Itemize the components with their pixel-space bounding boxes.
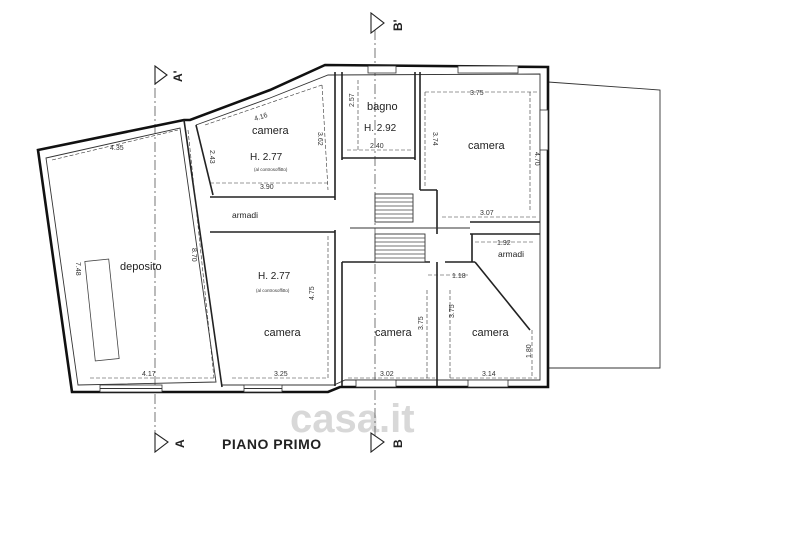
room-camera-w: H. 2.77 (al controsoffitto) camera 4.75 … bbox=[256, 271, 316, 378]
room-camera-se: camera 3.75 1.80 3.14 bbox=[449, 304, 533, 378]
svg-text:(al controsoffitto): (al controsoffitto) bbox=[254, 167, 288, 172]
room-armadi-e: 1.92 armadi bbox=[497, 240, 524, 259]
svg-text:3.75: 3.75 bbox=[418, 316, 425, 330]
floor-title: PIANO PRIMO bbox=[222, 436, 322, 452]
svg-text:1.92: 1.92 bbox=[497, 240, 511, 247]
exterior-walls bbox=[36, 63, 550, 394]
svg-text:A: A bbox=[173, 439, 187, 448]
svg-text:1.80: 1.80 bbox=[526, 344, 533, 358]
svg-text:2.43: 2.43 bbox=[208, 150, 215, 164]
room-label: camera bbox=[252, 125, 290, 137]
room-label: deposito bbox=[120, 261, 162, 273]
svg-text:3.25: 3.25 bbox=[274, 371, 288, 378]
section-marker-a-bottom: A bbox=[154, 431, 187, 454]
svg-text:8.70: 8.70 bbox=[190, 248, 197, 262]
room-bagno: bagno H. 2.92 2.57 2.40 bbox=[349, 93, 398, 150]
svg-text:3.02: 3.02 bbox=[380, 371, 394, 378]
room-height: H. 2.77 bbox=[250, 152, 283, 163]
svg-text:B': B' bbox=[391, 19, 405, 31]
watermark: casa.it bbox=[290, 397, 415, 441]
svg-text:2.40: 2.40 bbox=[370, 143, 384, 150]
room-label: camera bbox=[375, 327, 413, 339]
room-label: camera bbox=[264, 327, 302, 339]
svg-text:4.16: 4.16 bbox=[253, 112, 268, 123]
svg-text:(al controsoffitto): (al controsoffitto) bbox=[256, 288, 290, 293]
windows bbox=[99, 65, 549, 393]
room-label: camera bbox=[472, 327, 510, 339]
svg-text:4.75: 4.75 bbox=[309, 286, 316, 300]
svg-text:3.07: 3.07 bbox=[480, 210, 494, 217]
svg-text:4.17: 4.17 bbox=[142, 371, 156, 378]
room-label: armadi bbox=[232, 210, 258, 220]
svg-text:3.14: 3.14 bbox=[482, 371, 496, 378]
svg-text:3.62: 3.62 bbox=[316, 132, 323, 146]
room-camera-nw: camera H. 2.77 (al controsoffitto) 4.16 … bbox=[208, 112, 323, 191]
svg-text:3.74: 3.74 bbox=[431, 132, 438, 146]
section-marker-b-bottom: B bbox=[370, 431, 405, 454]
svg-text:3.75: 3.75 bbox=[449, 304, 456, 318]
room-camera-mid: camera 1.18 3.75 3.02 bbox=[375, 273, 466, 378]
svg-text:3.90: 3.90 bbox=[260, 184, 274, 191]
room-height: H. 2.92 bbox=[364, 123, 397, 134]
room-height: H. 2.77 bbox=[258, 271, 291, 282]
room-deposito: deposito 4.35 8.70 7.48 4.17 bbox=[74, 145, 197, 378]
section-marker-a-top: A' bbox=[154, 64, 185, 86]
room-label: armadi bbox=[498, 249, 524, 259]
svg-text:1.18: 1.18 bbox=[452, 273, 466, 280]
svg-text:3.75: 3.75 bbox=[470, 90, 484, 97]
deposito-shelf bbox=[84, 258, 120, 362]
terrace-outline bbox=[547, 81, 661, 369]
room-label: camera bbox=[468, 140, 506, 152]
room-armadi-w: armadi bbox=[232, 210, 258, 220]
svg-text:2.57: 2.57 bbox=[349, 93, 356, 107]
svg-text:4.70: 4.70 bbox=[533, 152, 540, 166]
staircase bbox=[350, 193, 470, 263]
svg-text:7.48: 7.48 bbox=[74, 262, 81, 276]
interior-walls bbox=[183, 72, 540, 388]
room-label: bagno bbox=[367, 101, 398, 113]
section-marker-b-top: B' bbox=[370, 11, 405, 35]
svg-text:4.35: 4.35 bbox=[110, 145, 124, 152]
room-camera-ne: camera 3.75 3.74 4.70 3.07 bbox=[431, 90, 540, 217]
svg-text:A': A' bbox=[171, 70, 185, 82]
dimension-lines bbox=[51, 80, 538, 379]
svg-text:B: B bbox=[391, 439, 405, 448]
